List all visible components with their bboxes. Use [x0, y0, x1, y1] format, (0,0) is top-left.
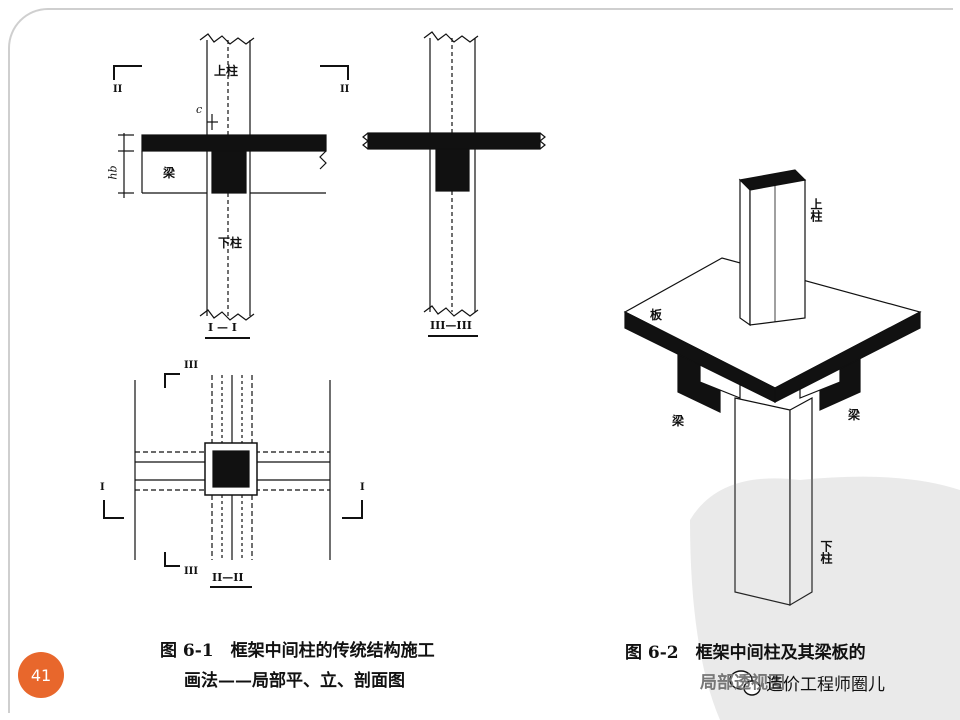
slide-number-badge: 41 — [18, 652, 64, 698]
watermark-text: 造价工程师圈儿 — [766, 675, 885, 695]
label-hb: hb — [106, 165, 120, 180]
label-lower-column-3d: 下柱 — [819, 540, 833, 564]
title-I-I: I — I — [208, 321, 237, 334]
watermark-seal — [690, 476, 960, 720]
perspective-view — [623, 169, 922, 607]
mark-I-right: I — [360, 482, 365, 493]
mark-III-bottom: III — [184, 566, 199, 577]
label-lower-column: 下柱 — [218, 236, 243, 250]
wechat-icon — [729, 670, 761, 696]
mark-III-top: III — [184, 360, 199, 371]
mark-I-left: I — [100, 482, 105, 493]
label-beam: 梁 — [163, 166, 176, 180]
fig2-caption-line1: 图 6-2 框架中间柱及其梁板的 — [625, 643, 866, 663]
plan-II-II — [103, 373, 363, 588]
label-beam-right: 梁 — [848, 408, 861, 422]
label-upper-column-3d: 上柱 — [809, 198, 823, 222]
section-III-III — [362, 31, 546, 337]
mark-II-right: II — [340, 84, 350, 95]
fig1-caption-line1: 图 6-1 框架中间柱的传统结构施工 — [160, 641, 435, 661]
title-II-II: II—II — [212, 571, 244, 584]
fig2-caption-line2: 局部透视图 — [700, 673, 785, 693]
label-c: c — [196, 103, 203, 116]
title-III-III: III—III — [430, 319, 472, 332]
label-upper-column: 上柱 — [214, 64, 239, 78]
label-slab: 板 — [650, 308, 663, 322]
slide-frame — [8, 8, 953, 713]
section-I-I — [113, 33, 349, 339]
label-beam-left: 梁 — [672, 414, 685, 428]
mark-II-left: II — [113, 84, 123, 95]
fig1-caption-line2: 画法——局部平、立、剖面图 — [184, 671, 405, 691]
